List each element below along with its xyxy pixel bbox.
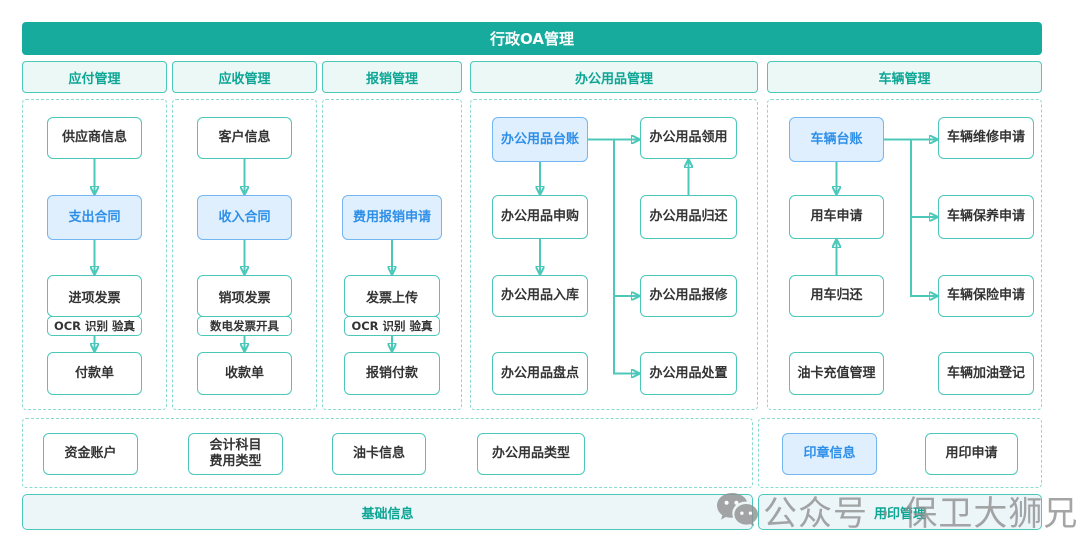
header-office-supplies: 办公用品管理	[470, 61, 758, 93]
node-label: 办公用品处置	[649, 365, 728, 381]
node-office-dispose: 办公用品处置	[640, 352, 737, 395]
node-label: 车辆保险申请	[946, 288, 1025, 303]
node-office-collect: 办公用品领用	[640, 117, 737, 159]
node-vehicle-refuel-log: 车辆加油登记	[938, 352, 1034, 395]
header-reimbursement: 报销管理	[322, 61, 462, 93]
node-label: 用印申请	[945, 446, 998, 461]
container-office-supplies	[470, 99, 758, 410]
container-seal	[758, 418, 1042, 488]
node-label: 车辆台账	[810, 131, 863, 147]
node-label: 费用报销申请	[352, 209, 431, 225]
node-label: 资金账户	[64, 446, 117, 461]
header-receivable: 应收管理	[172, 61, 317, 93]
node-label: 付款单	[74, 365, 114, 381]
node-expense-contract: 支出合同	[47, 195, 142, 240]
node-office-inbound: 办公用品入库	[492, 275, 588, 317]
node-customer-info: 客户信息	[197, 117, 292, 159]
node-office-ledger: 办公用品台账	[492, 117, 588, 162]
node-label: 办公用品归还	[649, 209, 728, 224]
node-office-repair: 办公用品报修	[640, 275, 737, 317]
node-label: 收款单	[224, 365, 264, 381]
page-title: 行政OA管理	[22, 22, 1042, 55]
node-office-purchase: 办公用品申购	[492, 195, 588, 239]
node-label: 报销付款	[365, 365, 418, 381]
node-sub-label: OCR 识别 验真	[344, 316, 440, 336]
node-label: 办公用品领用	[649, 130, 728, 145]
node-label: 客户信息	[218, 130, 271, 145]
node-label: 发票上传	[365, 290, 418, 306]
node-label: 办公用品盘点	[500, 365, 579, 381]
node-label: 车辆保养申请	[946, 209, 1025, 224]
node-receipt-slip: 收款单	[197, 352, 292, 395]
node-label: 办公用品入库	[500, 288, 579, 303]
node-supplies-type: 办公用品类型	[477, 433, 585, 475]
node-label: 油卡信息	[352, 446, 405, 461]
bar-seal: 用印管理	[758, 494, 1042, 530]
node-seal-apply: 用印申请	[925, 433, 1018, 475]
node-label-line2: 费用类型	[209, 454, 262, 469]
node-payment-slip: 付款单	[47, 352, 142, 395]
node-label: 车辆加油登记	[946, 365, 1025, 381]
node-vehicle-maintain-apply: 车辆保养申请	[938, 195, 1034, 239]
node-supplier-info: 供应商信息	[47, 117, 142, 159]
header-payable: 应付管理	[22, 61, 167, 93]
container-basic-info	[22, 418, 753, 488]
node-income-contract: 收入合同	[197, 195, 292, 240]
node-label: 用车归还	[810, 288, 863, 303]
node-sub-label: 数电发票开具	[197, 316, 292, 336]
node-office-stocktake: 办公用品盘点	[492, 352, 588, 395]
node-label: 办公用品报修	[649, 288, 728, 303]
node-vehicle-insurance-apply: 车辆保险申请	[938, 275, 1034, 317]
container-receivable	[172, 99, 317, 410]
container-vehicle	[767, 99, 1042, 410]
node-fund-account: 资金账户	[43, 433, 138, 475]
node-label: 印章信息	[803, 446, 856, 461]
node-office-return: 办公用品归还	[640, 195, 737, 239]
node-seal-info: 印章信息	[782, 433, 877, 475]
container-payable	[22, 99, 167, 410]
node-vehicle-ledger: 车辆台账	[789, 117, 884, 162]
node-label: 油卡充值管理	[797, 365, 876, 381]
node-label: 办公用品台账	[500, 131, 579, 147]
node-label: 办公用品申购	[500, 209, 579, 224]
node-label: 用车申请	[810, 209, 863, 224]
node-label: 收入合同	[218, 209, 271, 225]
header-vehicle: 车辆管理	[767, 61, 1042, 93]
container-reimbursement	[322, 99, 462, 410]
node-invoice-upload: 发票上传 OCR 识别 验真	[344, 275, 440, 336]
node-accounting-subject: 会计科目 费用类型	[188, 433, 283, 475]
node-fuel-card-info: 油卡信息	[332, 433, 426, 475]
node-fuel-card-recharge: 油卡充值管理	[789, 352, 884, 395]
node-label: 办公用品类型	[491, 446, 570, 461]
node-vehicle-use-return: 用车归还	[789, 275, 884, 317]
node-input-invoice: 进项发票 OCR 识别 验真	[47, 275, 142, 336]
node-label-line1: 会计科目	[209, 438, 262, 453]
bar-basic-info: 基础信息	[22, 494, 753, 530]
node-reimburse-payment: 报销付款	[344, 352, 440, 395]
node-label: 销项发票	[218, 290, 271, 306]
node-label: 进项发票	[68, 290, 121, 306]
node-sub-label: OCR 识别 验真	[47, 316, 142, 336]
node-vehicle-repair-apply: 车辆维修申请	[938, 117, 1034, 159]
node-expense-claim: 费用报销申请	[342, 195, 442, 240]
node-output-invoice: 销项发票 数电发票开具	[197, 275, 292, 336]
node-label: 支出合同	[68, 209, 121, 225]
node-label: 供应商信息	[61, 130, 127, 145]
node-vehicle-use-apply: 用车申请	[789, 195, 884, 239]
node-label: 车辆维修申请	[946, 130, 1025, 145]
